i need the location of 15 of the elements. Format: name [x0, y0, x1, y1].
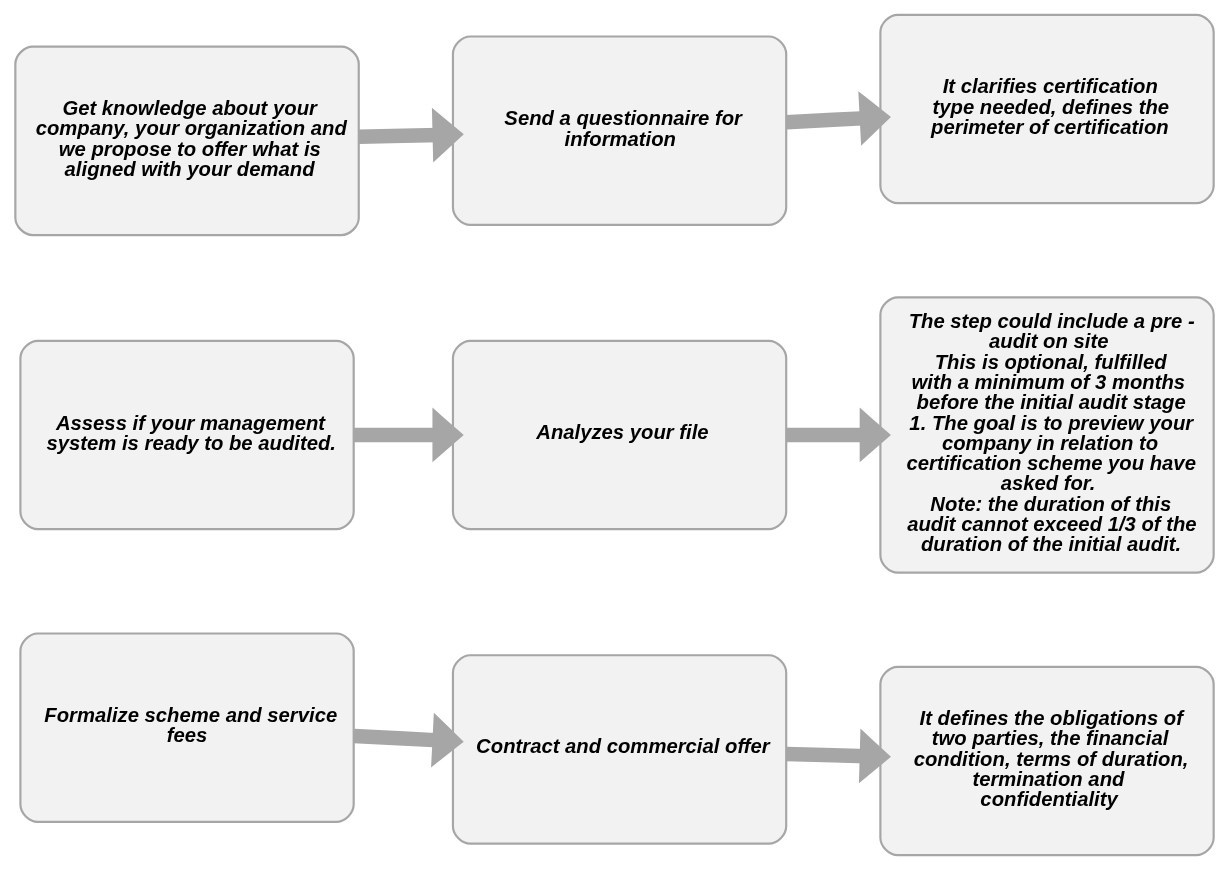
node-box: It defines the obligations of two parties, the financial condition, terms of duration, termination and confidentiality: [879, 665, 1215, 856]
node-box: Send a questionnaire for information: [451, 34, 788, 226]
node-box: It clarifies certification type needed, defines the perimeter of certification: [879, 13, 1215, 204]
node-box: Formalize scheme and service fees: [19, 631, 355, 823]
node-box: Contract and commercial offer: [451, 653, 788, 845]
arrow: [353, 712, 464, 767]
node-box: Analyzes your file: [451, 339, 788, 530]
arrow: [354, 407, 464, 462]
arrow: [786, 90, 891, 146]
node-box: The step could include a pre - audit on site This is optional, fulfilled with a minimum of 3 months before the initial audit stage 1. The goal is to preview your company in relation to certification scheme you have asked for. Note: the duration of this audit cannot exceed 1/3 of the duration of the initial audit.: [879, 295, 1215, 574]
arrow: [786, 407, 891, 462]
node-box: Assess if your management system is ready to be audited.: [19, 339, 355, 530]
arrow: [786, 728, 891, 783]
node-box: Get knowledge about your company, your organization and we propose to offer what is aligned with your demand: [14, 45, 360, 236]
arrow: [358, 107, 464, 162]
